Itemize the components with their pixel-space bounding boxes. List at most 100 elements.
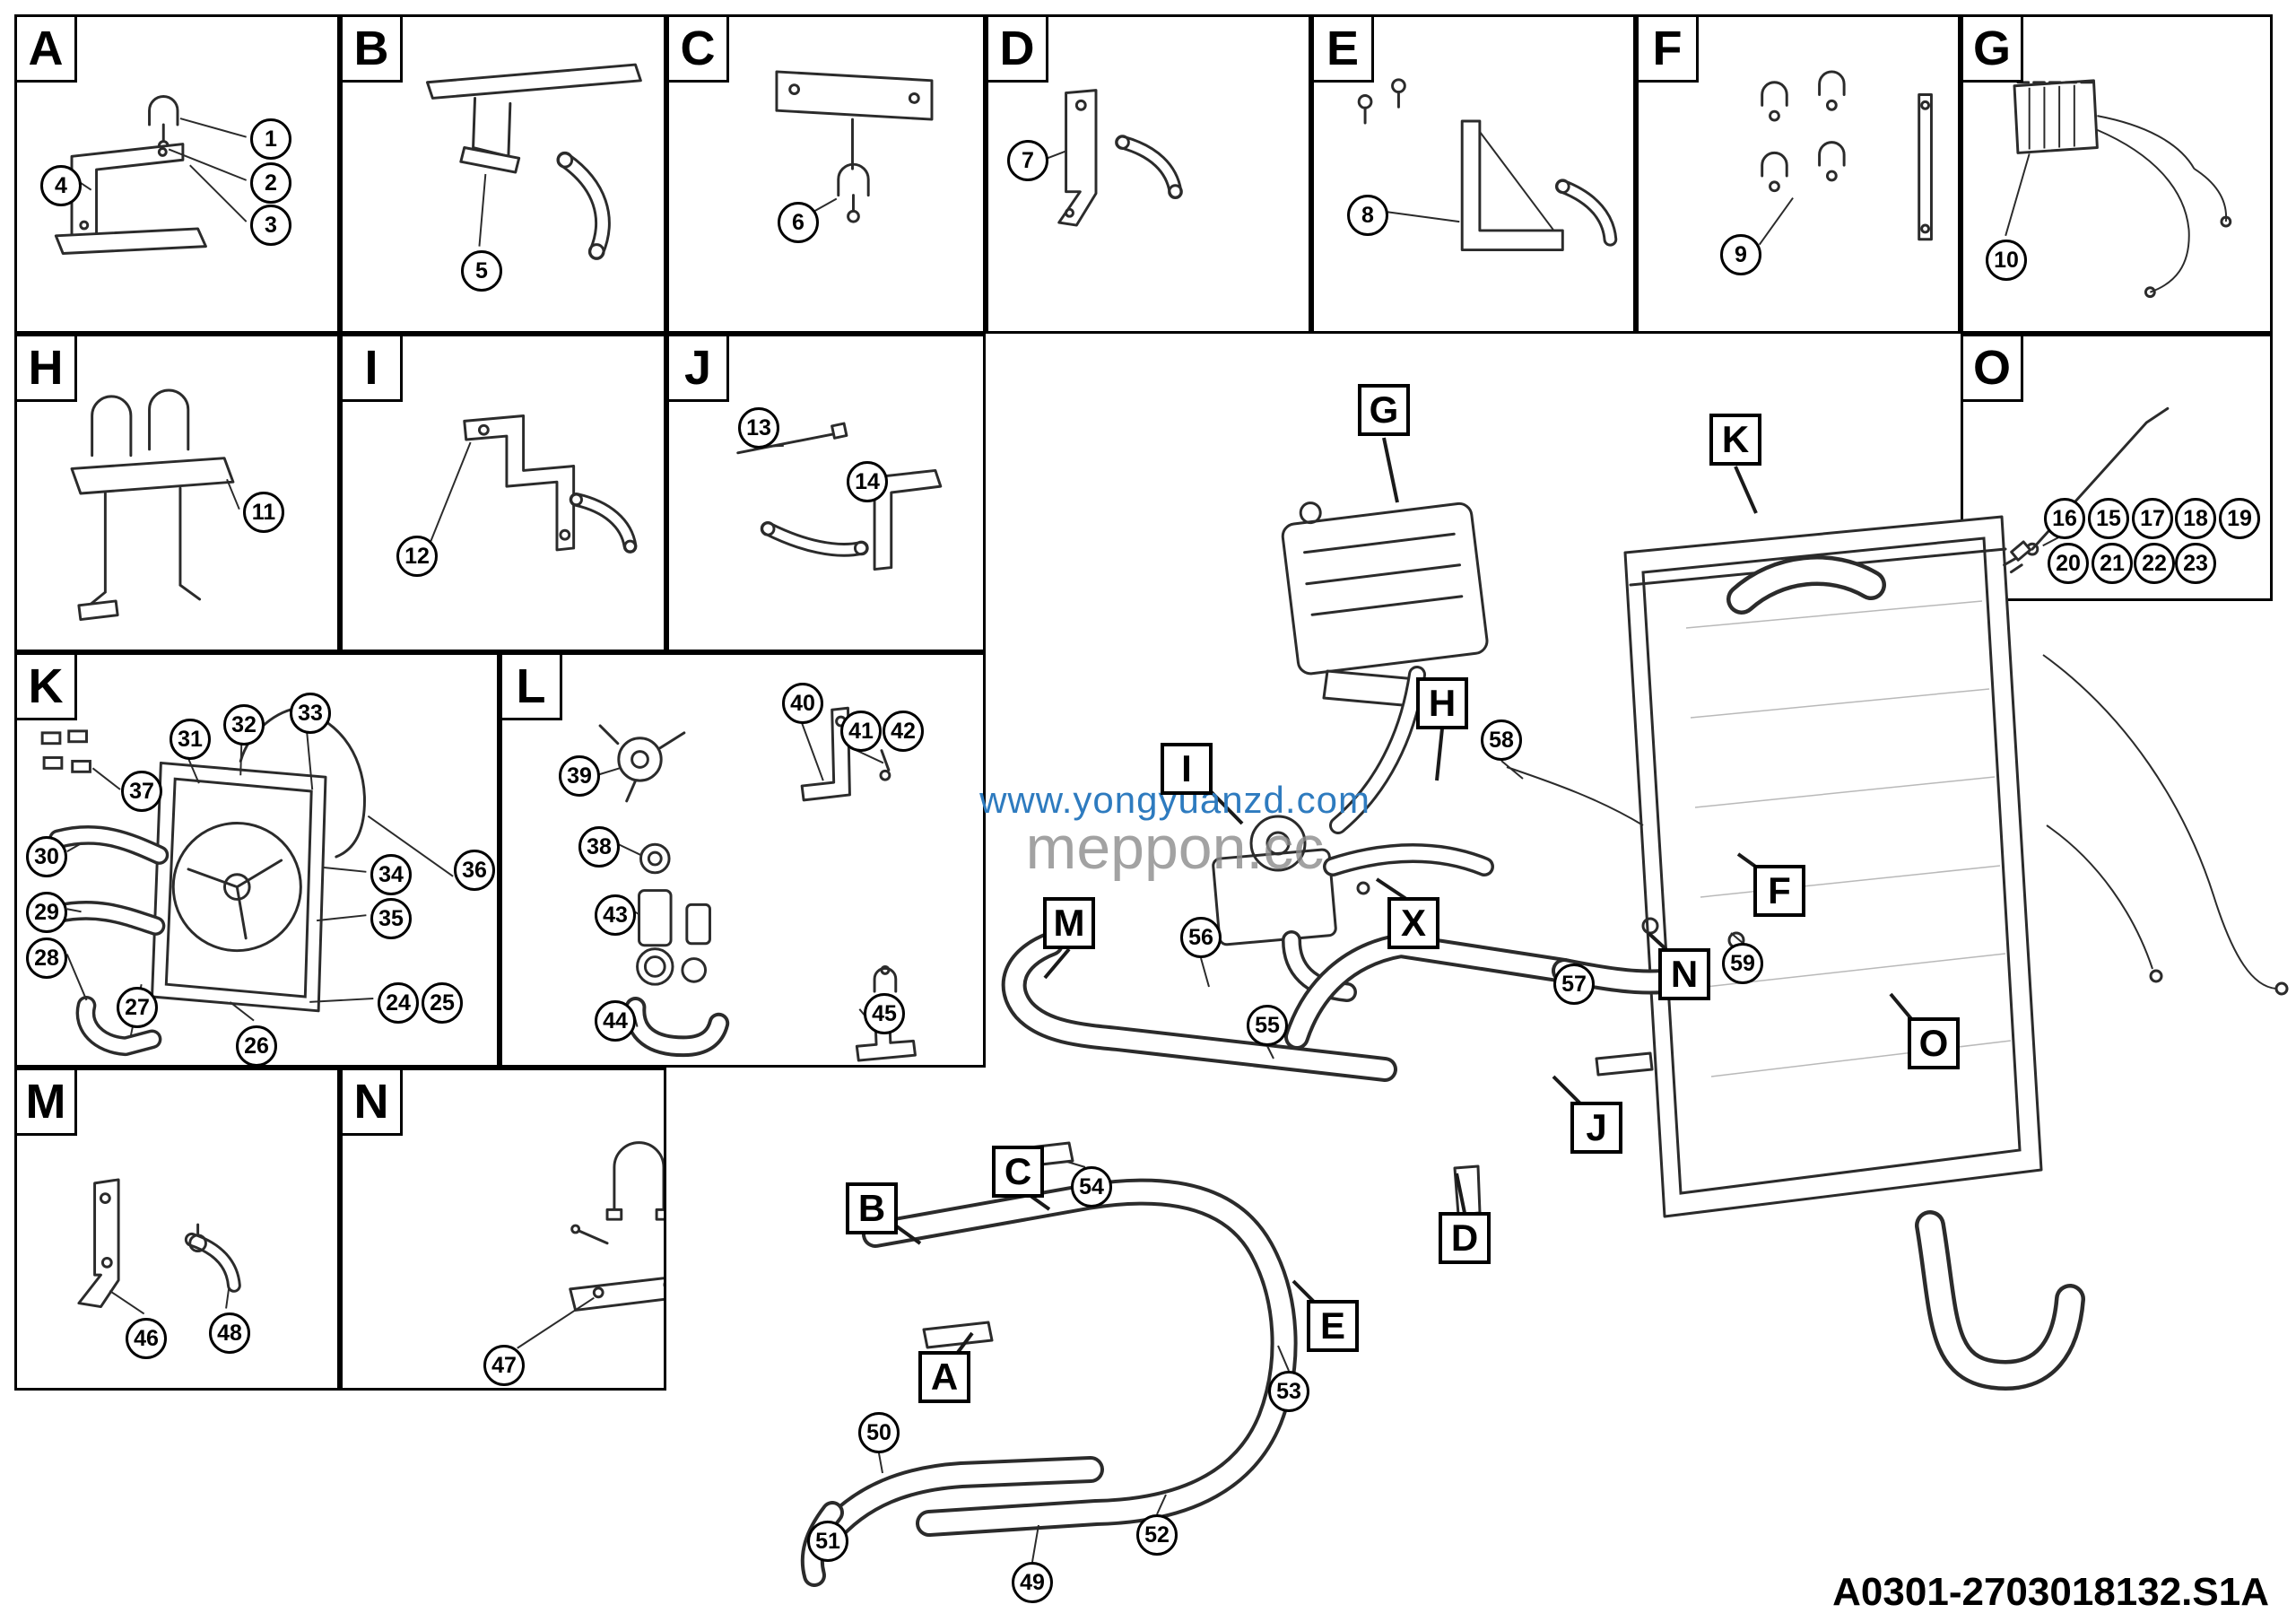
panel-I-letter: I xyxy=(343,336,403,402)
panel-M: M 46 48 xyxy=(14,1068,340,1391)
panel-D-letter: D xyxy=(988,17,1048,83)
callout-55: 55 xyxy=(1247,1005,1288,1046)
callout-32: 32 xyxy=(223,704,265,746)
callout-28: 28 xyxy=(26,937,67,979)
ref-label-X: X xyxy=(1387,897,1439,949)
panel-G-letter: G xyxy=(1963,17,2023,83)
callout-49: 49 xyxy=(1012,1562,1053,1603)
panel-A: A 1 2 3 4 xyxy=(14,14,340,334)
callout-57: 57 xyxy=(1553,964,1595,1005)
callout-19: 19 xyxy=(2219,498,2260,539)
panel-E-letter: E xyxy=(1314,17,1374,83)
callout-8: 8 xyxy=(1347,195,1388,236)
ref-label-G: G xyxy=(1358,384,1410,436)
ref-label-O: O xyxy=(1908,1017,1960,1069)
callout-53: 53 xyxy=(1268,1371,1309,1412)
ref-label-C: C xyxy=(992,1146,1044,1198)
callout-45: 45 xyxy=(864,993,905,1034)
callout-10: 10 xyxy=(1986,240,2027,281)
callout-3: 3 xyxy=(250,205,291,246)
callout-52: 52 xyxy=(1136,1514,1178,1556)
ref-label-F: F xyxy=(1753,865,1805,917)
ref-label-A: A xyxy=(918,1351,970,1403)
callout-20: 20 xyxy=(2048,543,2089,584)
callout-59: 59 xyxy=(1722,943,1763,984)
callout-38: 38 xyxy=(578,826,620,868)
callout-30: 30 xyxy=(26,836,67,877)
callout-33: 33 xyxy=(290,693,331,734)
callout-58: 58 xyxy=(1481,719,1522,761)
panel-C-letter: C xyxy=(669,17,729,83)
callout-9: 9 xyxy=(1720,234,1761,275)
panel-K-letter: K xyxy=(17,655,77,720)
ref-label-E: E xyxy=(1307,1300,1359,1352)
callout-24: 24 xyxy=(378,982,419,1024)
panel-C: C 6 xyxy=(666,14,986,334)
callout-41: 41 xyxy=(840,711,882,752)
ref-label-N: N xyxy=(1658,948,1710,1000)
drawing-number: A0301-2703018132.S1A xyxy=(1832,1570,2269,1614)
callout-21: 21 xyxy=(2092,543,2133,584)
panel-M-letter: M xyxy=(17,1070,77,1136)
panel-J-letter: J xyxy=(669,336,729,402)
panel-D: D 7 xyxy=(986,14,1311,334)
callout-29: 29 xyxy=(26,892,67,933)
callout-31: 31 xyxy=(170,719,211,760)
panel-E: E 8 xyxy=(1311,14,1636,334)
ref-label-D: D xyxy=(1439,1212,1491,1264)
watermark-brand: meppon.cc xyxy=(1025,814,1325,882)
panel-G: G 10 xyxy=(1961,14,2273,334)
callout-5: 5 xyxy=(461,250,502,292)
callout-40: 40 xyxy=(782,683,823,724)
panel-L: L 39 40 41 42 38 43 44 45 xyxy=(500,652,986,1068)
ref-label-I: I xyxy=(1161,743,1213,795)
callout-22: 22 xyxy=(2134,543,2175,584)
ref-label-K: K xyxy=(1709,414,1761,466)
callout-46: 46 xyxy=(126,1318,167,1359)
panel-B: B 5 xyxy=(340,14,666,334)
callout-15: 15 xyxy=(2088,498,2129,539)
callout-27: 27 xyxy=(117,987,158,1028)
callout-12: 12 xyxy=(396,536,438,577)
callout-36: 36 xyxy=(454,850,495,891)
ref-label-H: H xyxy=(1416,677,1468,729)
callout-2: 2 xyxy=(250,162,291,204)
panel-N: N 47 xyxy=(340,1068,666,1391)
panel-I: I 12 xyxy=(340,334,666,652)
panel-L-letter: L xyxy=(502,655,562,720)
callout-16: 16 xyxy=(2044,498,2085,539)
ref-label-B: B xyxy=(846,1182,898,1234)
callout-44: 44 xyxy=(595,1000,636,1042)
callout-6: 6 xyxy=(778,202,819,243)
callout-47: 47 xyxy=(483,1345,525,1386)
callout-18: 18 xyxy=(2175,498,2216,539)
callout-43: 43 xyxy=(595,894,636,936)
panel-K: K 31 32 33 37 30 29 28 27 26 34 35 36 24… xyxy=(14,652,500,1068)
callout-37: 37 xyxy=(121,771,162,812)
callout-17: 17 xyxy=(2132,498,2173,539)
callout-51: 51 xyxy=(807,1521,848,1562)
callout-34: 34 xyxy=(370,854,412,895)
callout-26: 26 xyxy=(236,1025,277,1067)
callout-50: 50 xyxy=(858,1412,900,1453)
callout-35: 35 xyxy=(370,898,412,939)
callout-54: 54 xyxy=(1071,1166,1112,1208)
panel-H-letter: H xyxy=(17,336,77,402)
callout-25: 25 xyxy=(422,982,463,1024)
callout-11: 11 xyxy=(243,492,284,533)
callout-42: 42 xyxy=(883,711,924,752)
callout-13: 13 xyxy=(738,407,779,449)
ref-label-J: J xyxy=(1570,1102,1622,1154)
callout-7: 7 xyxy=(1007,140,1048,181)
panel-H: H 11 xyxy=(14,334,340,652)
panel-J: J 13 14 xyxy=(666,334,986,652)
panel-O-letter: O xyxy=(1963,336,2023,402)
ref-label-M: M xyxy=(1043,897,1095,949)
callout-1: 1 xyxy=(250,118,291,160)
callout-14: 14 xyxy=(847,461,888,502)
panel-A-letter: A xyxy=(17,17,77,83)
callout-23: 23 xyxy=(2175,543,2216,584)
panel-B-letter: B xyxy=(343,17,403,83)
panel-F: F 9 xyxy=(1636,14,1961,334)
